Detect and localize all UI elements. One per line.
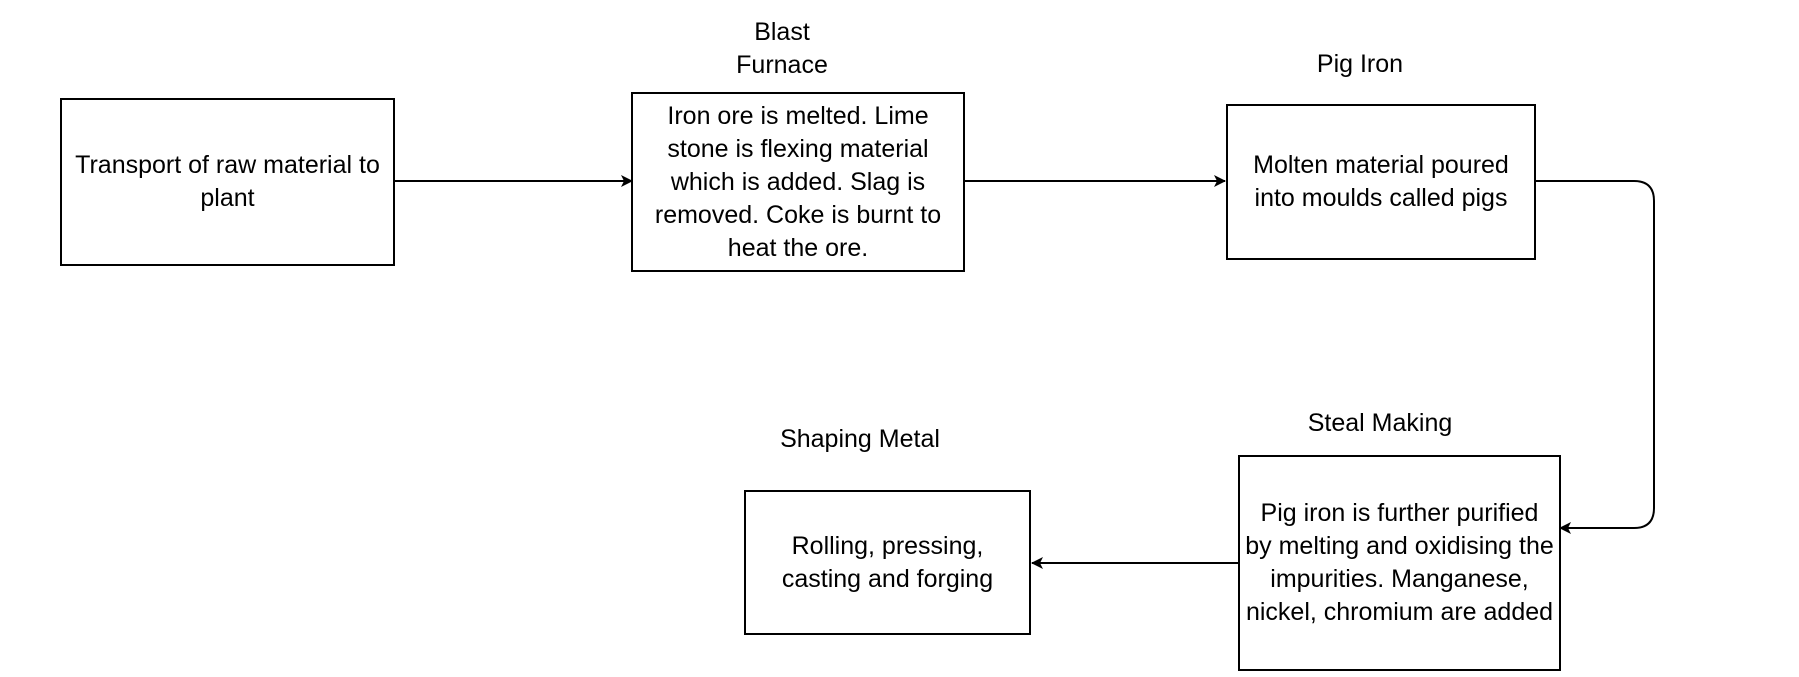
node-blast-furnace-text: Iron ore is melted. Lime stone is flexin…: [654, 101, 942, 262]
heading-pig-iron: Pig Iron: [1316, 50, 1404, 78]
node-shaping-metal: Rolling, pressing, casting and forging: [744, 490, 1031, 635]
node-pig-iron: Molten material poured into moulds calle…: [1226, 104, 1536, 260]
node-blast-furnace: Iron ore is melted. Lime stone is flexin…: [631, 92, 965, 272]
node-steel-making-text: Pig iron is further purified by melting …: [1245, 499, 1554, 626]
heading-blast-furnace: Blast Furnace: [736, 18, 828, 79]
heading-steel-making: Steal Making: [1307, 409, 1453, 437]
node-steel-making: Pig iron is further purified by melting …: [1238, 455, 1561, 671]
arrow-pig-to-steel: [1536, 180, 1655, 534]
node-pig-iron-text: Molten material poured into moulds calle…: [1253, 151, 1509, 212]
node-transport: Transport of raw material to plant: [60, 98, 395, 266]
node-shaping-metal-text: Rolling, pressing, casting and forging: [781, 531, 994, 593]
node-transport-text: Transport of raw material to plant: [75, 151, 380, 212]
heading-shaping-metal: Shaping Metal: [780, 425, 940, 453]
